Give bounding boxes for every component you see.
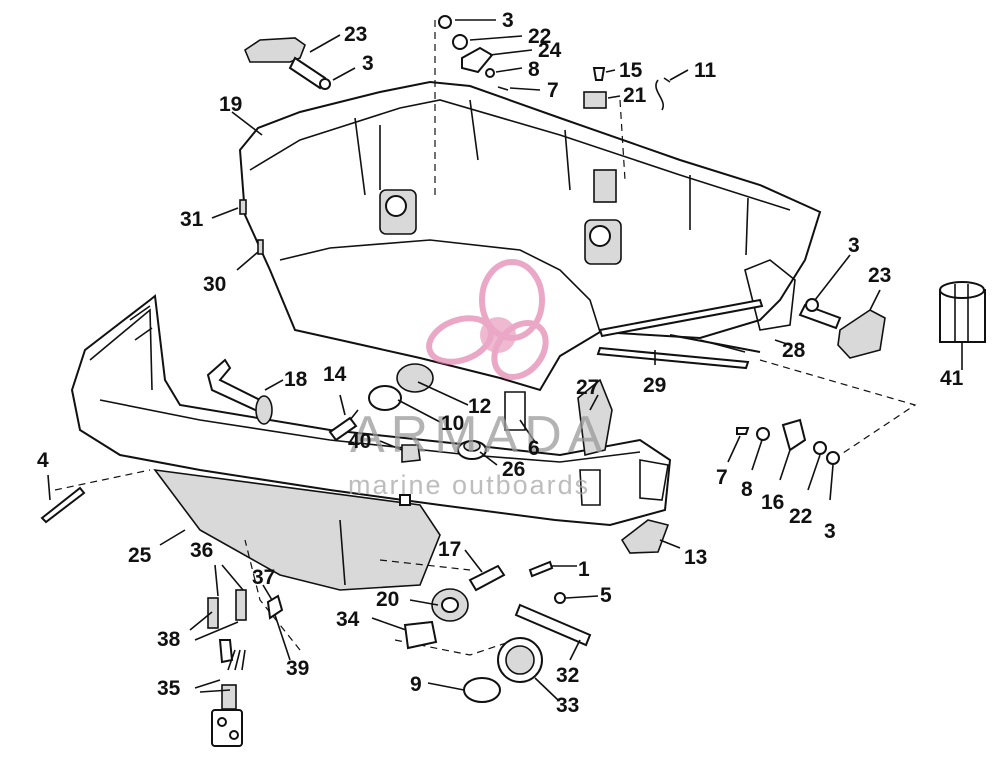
callout-36: 36 <box>190 539 213 562</box>
callout-3: 3 <box>824 520 836 543</box>
callout-11: 11 <box>694 59 717 82</box>
callout-32: 32 <box>556 664 579 687</box>
callout-13: 13 <box>684 546 707 569</box>
callout-7: 7 <box>547 79 559 102</box>
callout-3: 3 <box>362 52 374 75</box>
callout-28: 28 <box>782 339 806 362</box>
callout-41: 41 <box>940 367 964 390</box>
leader-lines <box>47 19 963 701</box>
callout-37: 37 <box>252 566 275 589</box>
callout-15: 15 <box>619 59 643 82</box>
callout-4: 4 <box>37 449 49 472</box>
small-parts <box>40 15 986 747</box>
callout-18: 18 <box>284 368 308 391</box>
lower-cowl <box>70 294 672 591</box>
callout-34: 34 <box>336 608 360 631</box>
callout-8: 8 <box>741 478 753 501</box>
callout-22: 22 <box>528 25 551 48</box>
watermark-tagline: marine outboards <box>348 470 590 500</box>
watermark-brand: ARMADA <box>350 406 608 464</box>
callout-33: 33 <box>556 694 579 717</box>
callout-17: 17 <box>438 538 461 561</box>
callout-12: 12 <box>468 395 491 418</box>
callout-30: 30 <box>203 273 226 296</box>
callout-21: 21 <box>623 84 647 107</box>
callout-1: 1 <box>578 558 590 581</box>
callout-22: 22 <box>789 505 812 528</box>
callout-20: 20 <box>376 588 399 611</box>
callout-24: 24 <box>538 39 562 62</box>
watermark-propeller-logo <box>426 259 549 380</box>
callout-9: 9 <box>410 673 422 696</box>
callout-40: 40 <box>348 430 371 453</box>
callout-7: 7 <box>716 466 728 489</box>
callout-38: 38 <box>157 628 181 651</box>
callout-8: 8 <box>528 58 540 81</box>
callout-35: 35 <box>157 677 181 700</box>
callout-23: 23 <box>868 264 891 287</box>
callout-10: 10 <box>441 412 464 435</box>
callout-27: 27 <box>576 376 599 399</box>
callout-29: 29 <box>643 374 666 397</box>
callout-25: 25 <box>128 544 152 567</box>
callout-31: 31 <box>180 208 204 231</box>
callout-16: 16 <box>761 491 784 514</box>
callout-5: 5 <box>600 584 612 607</box>
callout-19: 19 <box>219 93 242 116</box>
callout-39: 39 <box>286 657 309 680</box>
callout-14: 14 <box>323 363 347 386</box>
upper-cowl <box>238 80 822 431</box>
callout-26: 26 <box>502 458 525 481</box>
callout-labels: 3 22 24 8 7 23 3 15 11 21 19 31 30 3 23 … <box>37 9 964 717</box>
callout-23: 23 <box>344 23 367 46</box>
callout-6: 6 <box>528 437 540 460</box>
callout-3: 3 <box>502 9 514 32</box>
callout-3: 3 <box>848 234 860 257</box>
